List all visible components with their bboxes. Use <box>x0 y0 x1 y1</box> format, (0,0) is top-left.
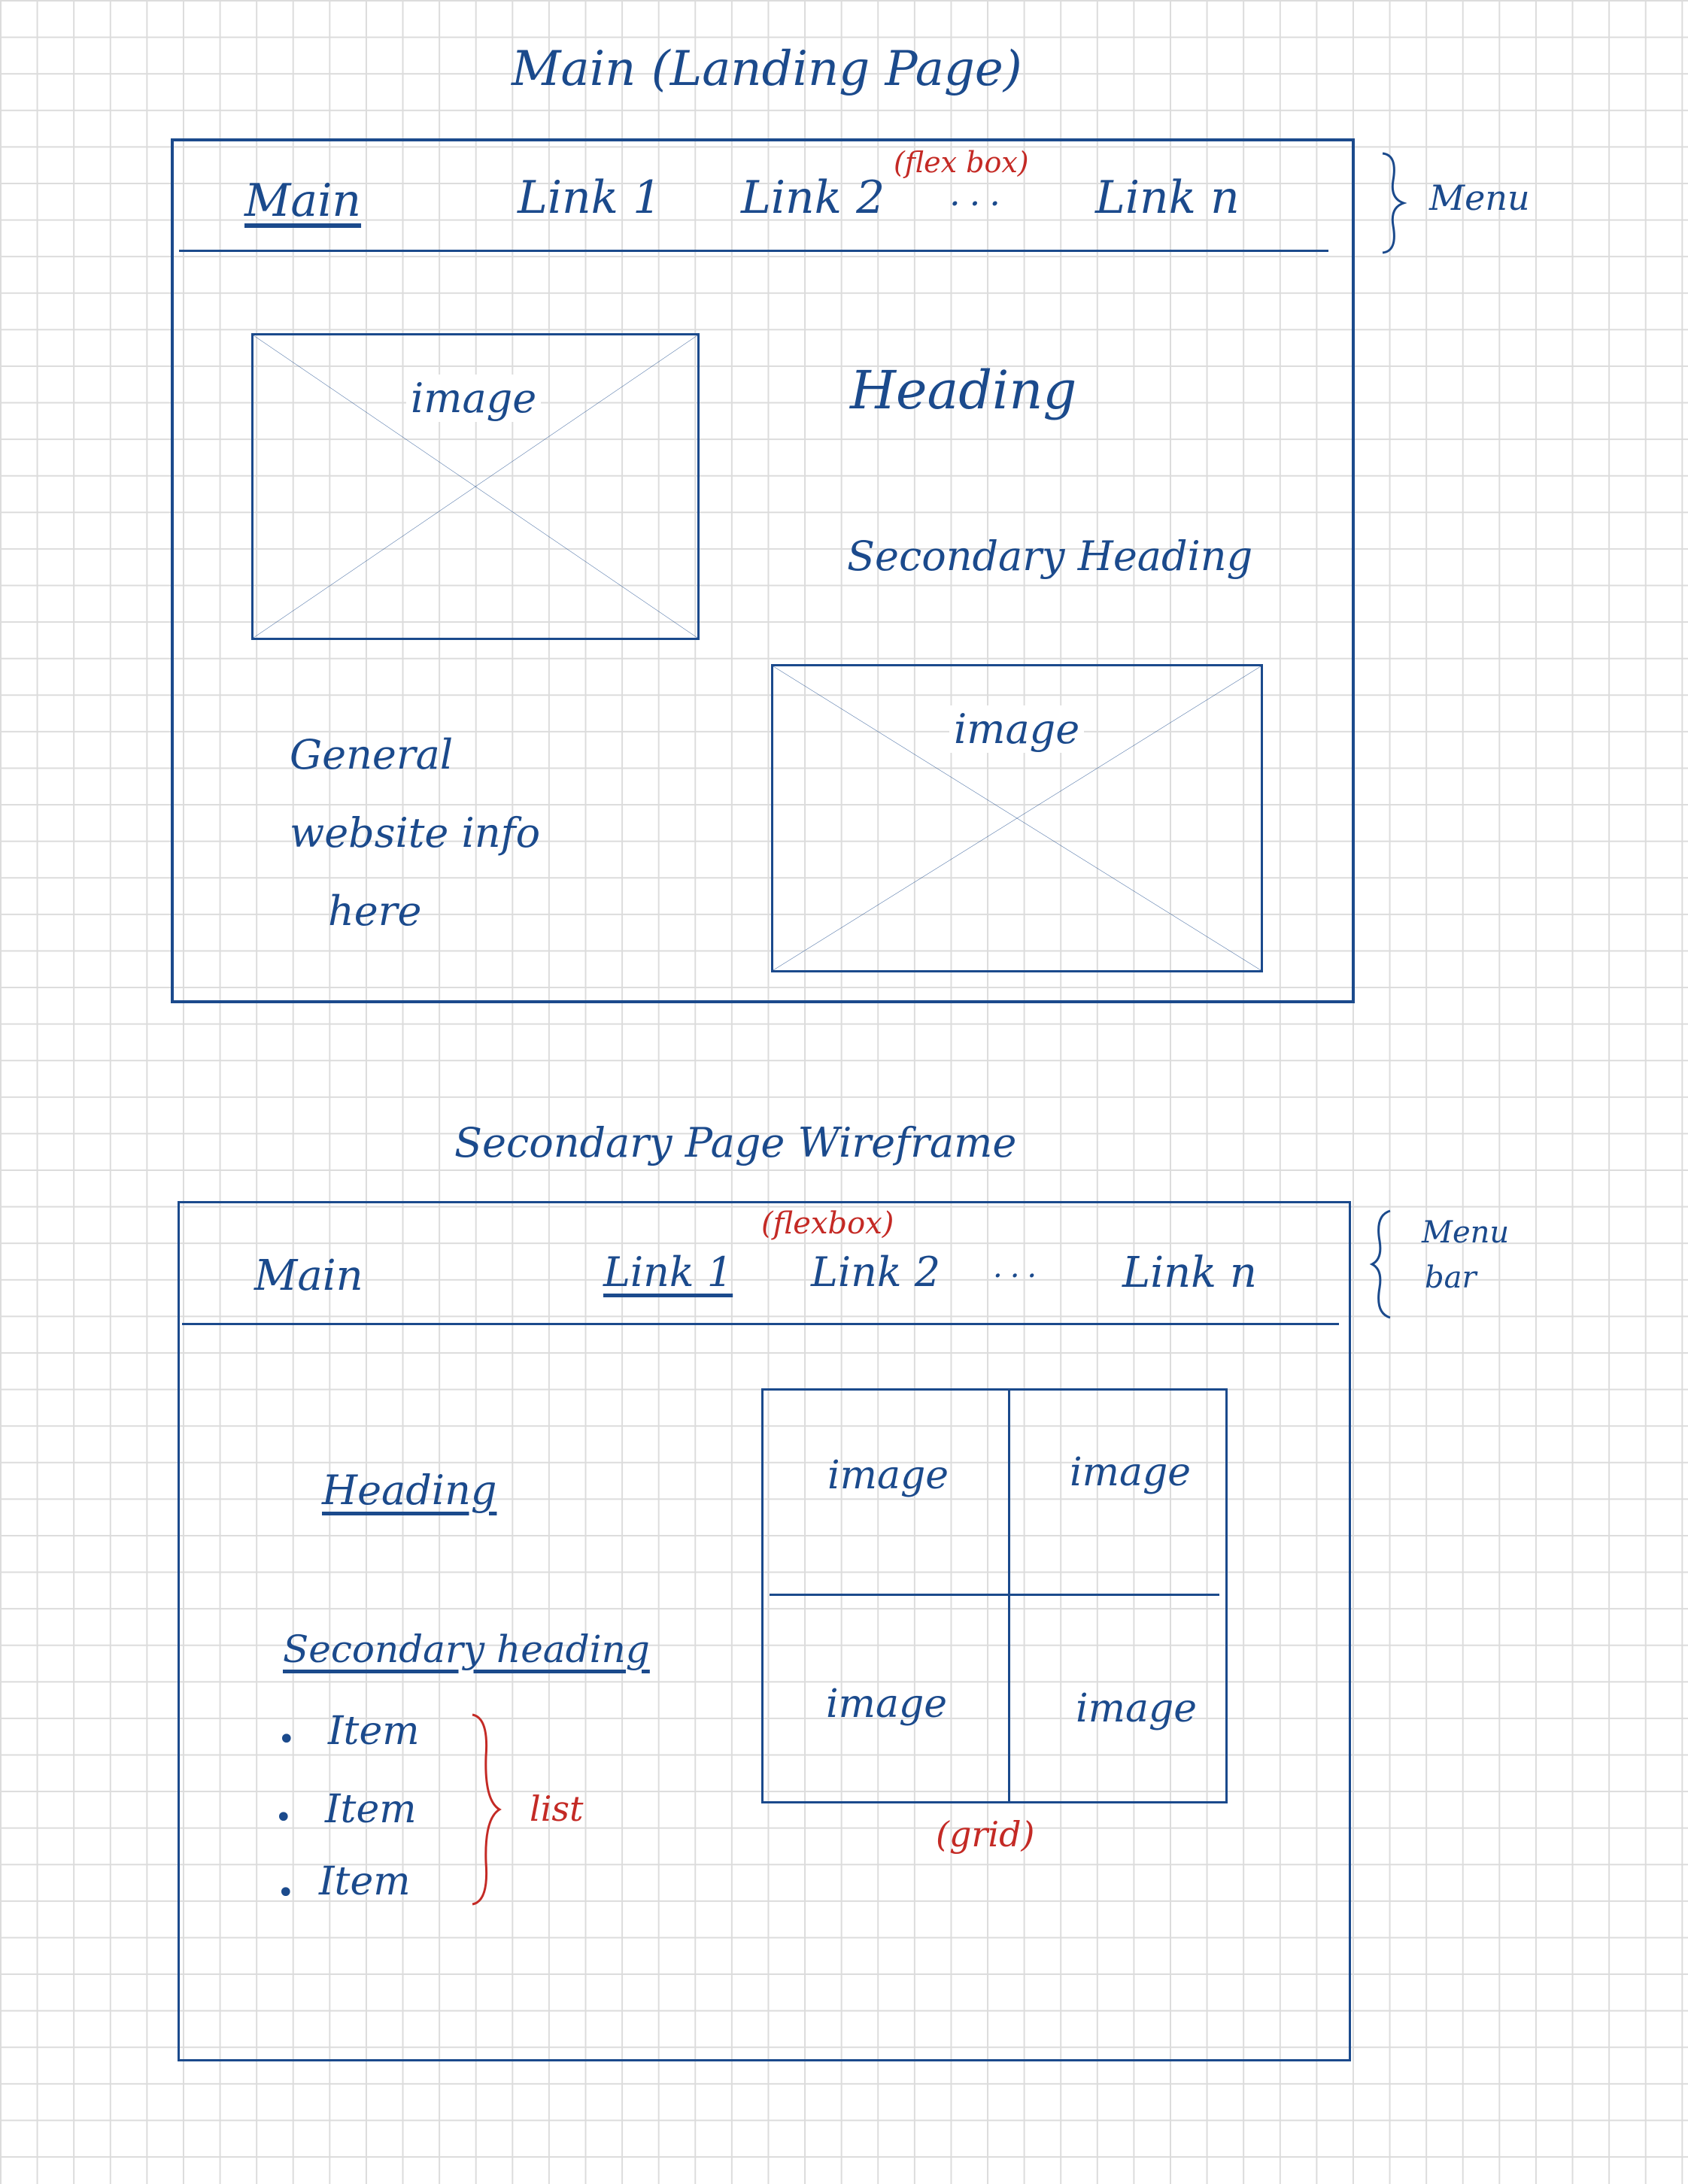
landing-menu-item-main[interactable]: Main <box>244 174 362 227</box>
landing-secondary-heading: Secondary Heading <box>847 532 1253 580</box>
landing-image-placeholder-2 <box>771 664 1263 972</box>
landing-frame <box>171 138 1355 1003</box>
secondary-menu-item-linkn[interactable]: Link n <box>1122 1248 1257 1297</box>
secondary-menu-label-line-1: Menu <box>1422 1215 1510 1250</box>
secondary-secondary-heading: Secondary heading <box>283 1627 650 1671</box>
grid-image-label-2: image <box>1070 1450 1192 1495</box>
landing-menu-item-linkn[interactable]: Link n <box>1095 171 1240 224</box>
landing-page-title: Main (Landing Page) <box>512 41 1022 97</box>
secondary-menu-flexbox-note: (flexbox) <box>761 1206 894 1241</box>
grid-image-label-3: image <box>826 1682 948 1727</box>
landing-menu-divider <box>179 250 1328 252</box>
secondary-menu-item-main[interactable]: Main <box>254 1251 363 1300</box>
image-grid <box>761 1388 1228 1803</box>
landing-menu-brace <box>1382 152 1407 254</box>
list-item-2: Item <box>325 1787 417 1832</box>
list-item-3: Item <box>319 1859 411 1904</box>
list-brace <box>472 1713 502 1906</box>
secondary-menu-brace <box>1369 1209 1391 1319</box>
landing-image-label-1: image <box>406 375 542 422</box>
secondary-menu-divider <box>182 1323 1339 1325</box>
secondary-menu-label-line-2: bar <box>1425 1260 1477 1295</box>
image-grid-vertical-divider <box>1008 1391 1010 1801</box>
landing-info-line-3: here <box>328 887 422 935</box>
list-bullet-3: • <box>277 1876 295 1910</box>
grid-note: (grid) <box>936 1814 1035 1855</box>
landing-info-line-2: website info <box>290 809 541 857</box>
landing-heading: Heading <box>850 359 1077 421</box>
list-note: list <box>530 1788 584 1829</box>
secondary-menu-item-link1[interactable]: Link 1 <box>603 1248 733 1296</box>
landing-info-line-1: General <box>290 731 454 778</box>
landing-image-placeholder-1 <box>251 333 700 640</box>
grid-image-label-1: image <box>827 1453 949 1498</box>
list-bullet-1: • <box>278 1722 296 1757</box>
secondary-menu-ellipsis: ... <box>993 1250 1045 1285</box>
landing-menu-label: Menu <box>1429 177 1530 218</box>
image-grid-horizontal-divider <box>770 1594 1219 1596</box>
landing-menu-item-link2[interactable]: Link 2 <box>741 171 885 224</box>
landing-menu-ellipsis: ... <box>949 173 1009 214</box>
list-item-1: Item <box>328 1709 420 1754</box>
landing-menu-item-link1[interactable]: Link 1 <box>518 171 662 224</box>
grid-image-label-4: image <box>1076 1686 1198 1731</box>
list-bullet-2: • <box>275 1800 293 1835</box>
secondary-heading: Heading <box>322 1467 497 1514</box>
secondary-menu-item-link2[interactable]: Link 2 <box>811 1248 941 1296</box>
secondary-frame <box>178 1201 1351 2061</box>
landing-image-label-2: image <box>949 705 1085 753</box>
landing-menu-flexbox-note: (flex box) <box>894 146 1029 179</box>
secondary-page-title: Secondary Page Wireframe <box>454 1119 1017 1166</box>
